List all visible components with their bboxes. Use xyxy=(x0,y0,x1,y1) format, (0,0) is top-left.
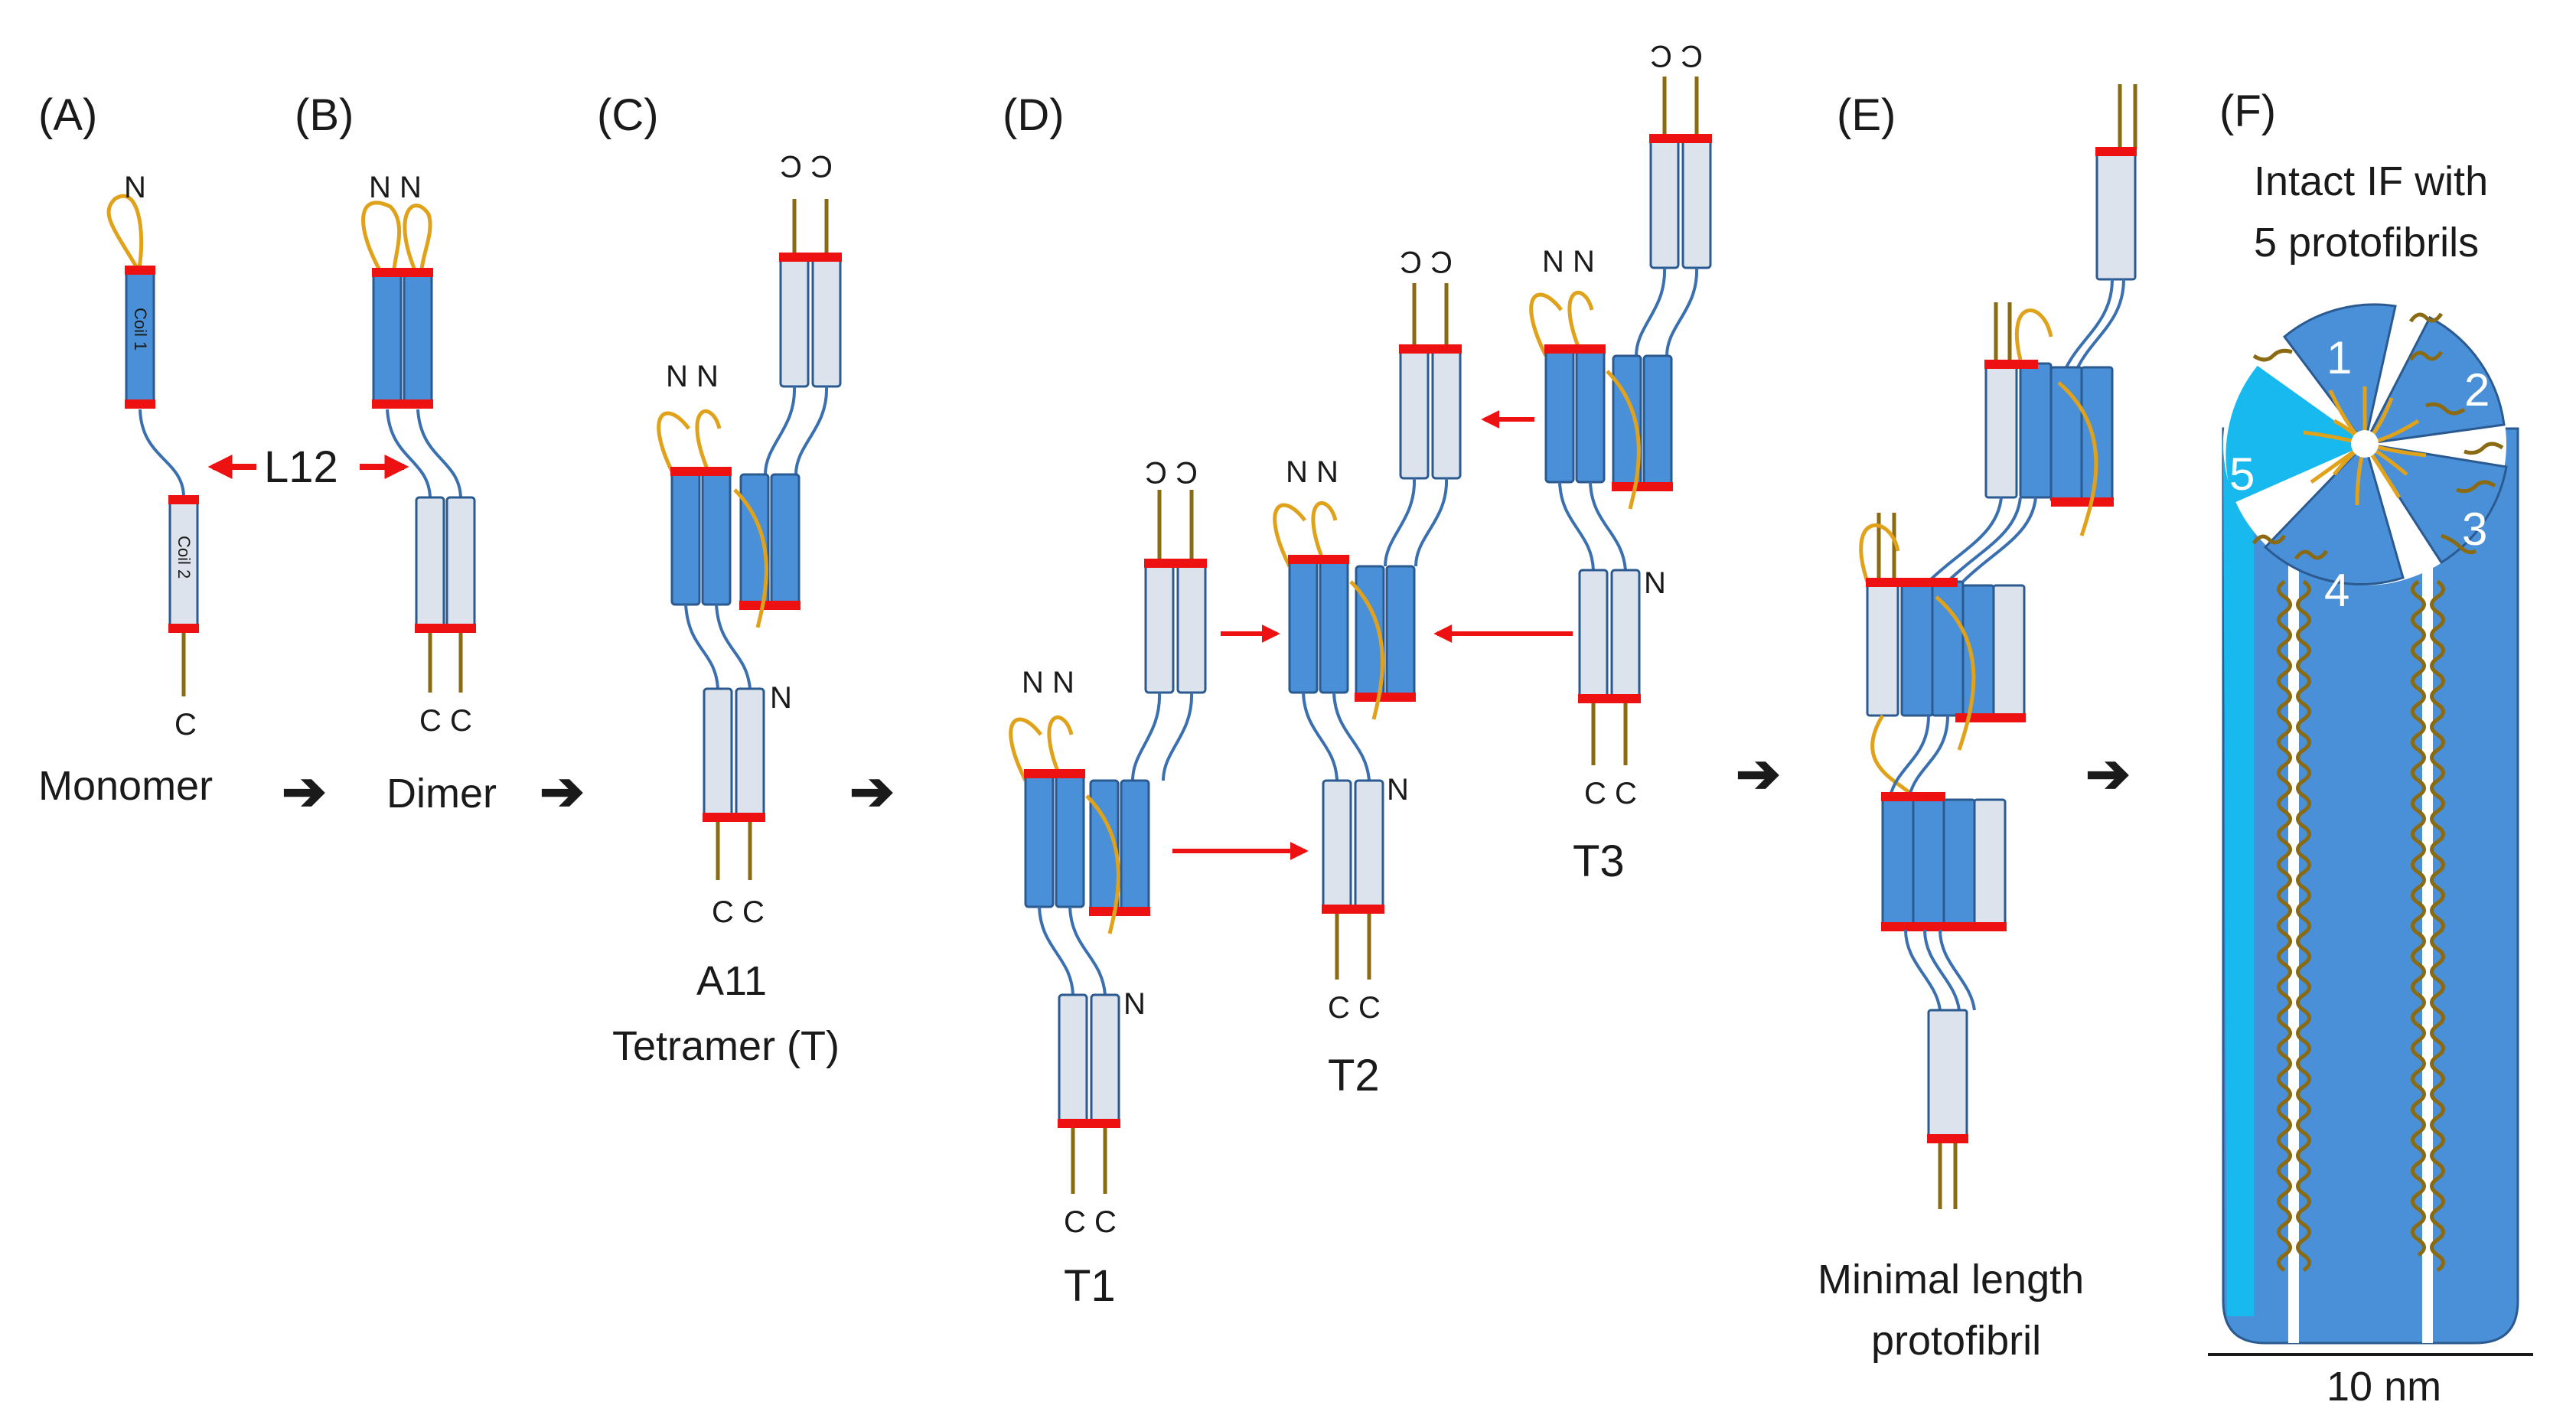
t3-label: T3 xyxy=(1573,836,1625,886)
t1-n-label: N N xyxy=(1022,666,1074,699)
t1-tetramer: C C N N N C C xyxy=(1009,455,1207,1239)
linker-annotation: L12 xyxy=(207,442,409,492)
t2-top-c-label: C C xyxy=(1400,245,1453,279)
panel-label-b: (B) xyxy=(295,90,354,140)
intact-label-line1: Intact IF with xyxy=(2254,158,2488,204)
n-terminus-label: N xyxy=(124,171,146,204)
panel-label-d: (D) xyxy=(1003,90,1065,140)
a11-label: A11 xyxy=(696,958,767,1004)
linker-label: L12 xyxy=(264,442,338,492)
t2-side-n-label: N xyxy=(1387,773,1409,807)
protofibril-label-line2: protofibril xyxy=(1871,1318,2041,1364)
monomer-diagram: Coil 1 Coil 2 N C xyxy=(106,171,199,742)
t3-tetramer: C C N N N C C xyxy=(1529,39,1712,810)
arrow-lattice-to-protofibril: ➔ xyxy=(1736,744,1781,804)
t3-top-c-label: C C xyxy=(1650,39,1703,73)
tetramer-diagram: C C N N N C C xyxy=(657,149,842,929)
panel-label-a: (A) xyxy=(38,90,97,140)
tetramer-top-c-label: C C xyxy=(780,149,833,183)
arrow-tetramer-to-lattice: ➔ xyxy=(849,761,895,821)
t2-c-label: C C xyxy=(1328,991,1381,1025)
dimer-label: Dimer xyxy=(386,771,497,817)
intact-if-diagram: 1 2 3 4 5 xyxy=(2222,302,2519,1345)
monomer-label: Monomer xyxy=(38,763,213,809)
tetramer-label: Tetramer (T) xyxy=(612,1023,840,1069)
dimer-n-label: N N xyxy=(369,171,422,204)
t2-tetramer: C C N N N C C xyxy=(1273,245,1462,1025)
t1-label: T1 xyxy=(1064,1261,1116,1311)
protofibril-number-1: 1 xyxy=(2327,332,2352,383)
scale-label: 10 nm xyxy=(2327,1364,2441,1410)
t1-c-label: C C xyxy=(1064,1205,1117,1239)
protofibril-number-4: 4 xyxy=(2324,565,2349,616)
coil2-label: Coil 2 xyxy=(174,536,194,579)
panel-label-f: (F) xyxy=(2219,86,2276,136)
t3-side-n-label: N xyxy=(1644,566,1666,600)
t3-n-label: N N xyxy=(1542,245,1595,279)
intact-label-line2: 5 protofibrils xyxy=(2254,220,2479,266)
tetramer-side-n-label: N xyxy=(770,681,792,715)
dimer-diagram: N N C C xyxy=(361,171,476,738)
t2-label: T2 xyxy=(1328,1051,1380,1100)
panel-label-c: (C) xyxy=(597,90,659,140)
protofibril-label-line1: Minimal length xyxy=(1818,1257,2084,1302)
arrow-monomer-to-dimer: ➔ xyxy=(282,761,327,821)
tetramer-c-label: C C xyxy=(712,895,765,929)
dimer-c-label: C C xyxy=(419,704,472,738)
protofibril-number-3: 3 xyxy=(2462,504,2487,555)
t1-side-n-label: N xyxy=(1123,987,1146,1021)
coil1-label: Coil 1 xyxy=(131,308,150,350)
arrow-protofibril-to-if: ➔ xyxy=(2085,744,2131,804)
lattice-diagram: C C N N N C C T1 xyxy=(1009,39,1712,1311)
panel-label-e: (E) xyxy=(1837,90,1896,140)
t2-n-label: N N xyxy=(1286,455,1339,489)
arrow-dimer-to-tetramer: ➔ xyxy=(540,761,585,821)
t3-c-label: C C xyxy=(1584,777,1637,810)
c-terminus-label: C xyxy=(174,708,197,742)
protofibril-diagram xyxy=(1859,84,2137,1209)
protofibril-number-2: 2 xyxy=(2464,364,2490,416)
tetramer-n-label: N N xyxy=(666,360,719,393)
protofibril-number-5: 5 xyxy=(2229,448,2255,500)
t1-top-c-label: C C xyxy=(1145,455,1198,489)
